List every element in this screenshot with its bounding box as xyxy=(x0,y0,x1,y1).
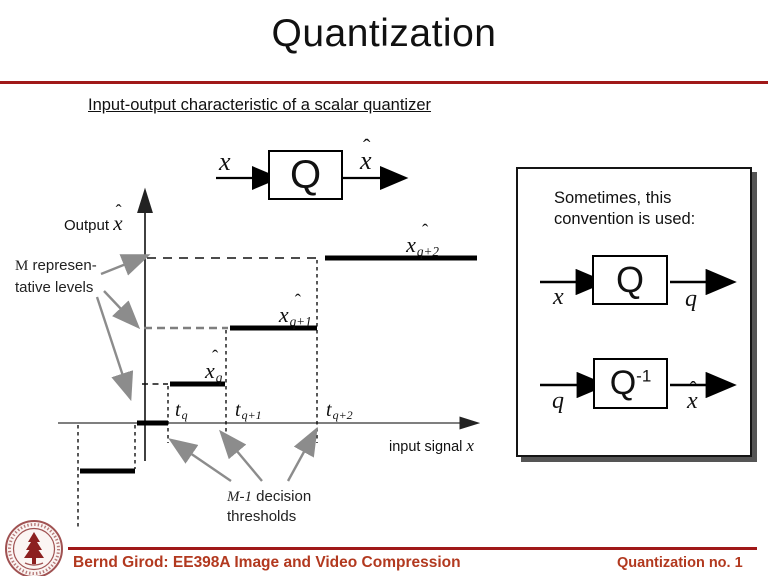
decision-thresholds-annotation: M-1 decision thresholds xyxy=(227,488,312,525)
gray-arrow-threshold-1 xyxy=(219,429,263,482)
seal-tree xyxy=(24,532,44,564)
representative-levels-annotation: M represen- tative levels xyxy=(15,257,97,296)
gray-arrow-level-1 xyxy=(103,290,141,330)
decoder-block-label: Q-1 xyxy=(609,364,652,402)
hat-accent: ˆ xyxy=(211,347,219,369)
hat-accent: ˆ xyxy=(422,221,429,243)
encoder-block: Q xyxy=(592,255,668,305)
stanford-seal-logo xyxy=(5,520,63,576)
footer-course-label: Bernd Girod: EE398A Image and Video Comp… xyxy=(73,554,461,571)
decoder-input-label: q xyxy=(552,388,564,414)
footer-rule xyxy=(68,547,757,550)
hat-accent: ˆ xyxy=(294,291,301,313)
slide-title: Quantization xyxy=(271,12,497,55)
quantizer-block: Q xyxy=(268,150,343,200)
threshold-label-q: tq xyxy=(175,399,188,423)
threshold-label-q1: tq+1 xyxy=(235,399,262,423)
x-axis-label: input signal x xyxy=(389,436,474,455)
hat-accent: ˆ xyxy=(363,133,371,159)
gray-arrow-level-0 xyxy=(100,254,151,276)
subtitle: Input-output characteristic of a scalar … xyxy=(88,96,432,114)
decoder-block: Q-1 xyxy=(593,358,668,409)
gray-arrow-threshold-0 xyxy=(168,438,232,482)
top-diagram-input-label: x xyxy=(219,147,231,176)
hat-accent: ˆ xyxy=(689,377,697,400)
encoder-block-label: Q xyxy=(615,259,644,300)
footer-page-label: Quantization no. 1 xyxy=(617,555,743,571)
panel-caption: Sometimes, this convention is used: xyxy=(554,189,696,228)
gray-arrow-level-2 xyxy=(95,296,134,402)
hat-accent: ˆ xyxy=(115,200,122,221)
encoder-input-label: x xyxy=(553,284,564,310)
threshold-label-q2: tq+2 xyxy=(326,399,353,423)
quantizer-block-label: Q xyxy=(289,152,322,197)
panel-arrows-canvas xyxy=(540,268,737,399)
encoder-output-label: q xyxy=(685,286,697,312)
gray-arrow-threshold-2 xyxy=(286,426,318,482)
header-rule xyxy=(0,81,768,84)
convention-panel: Sometimes, this convention is used: Q x … xyxy=(516,167,752,457)
